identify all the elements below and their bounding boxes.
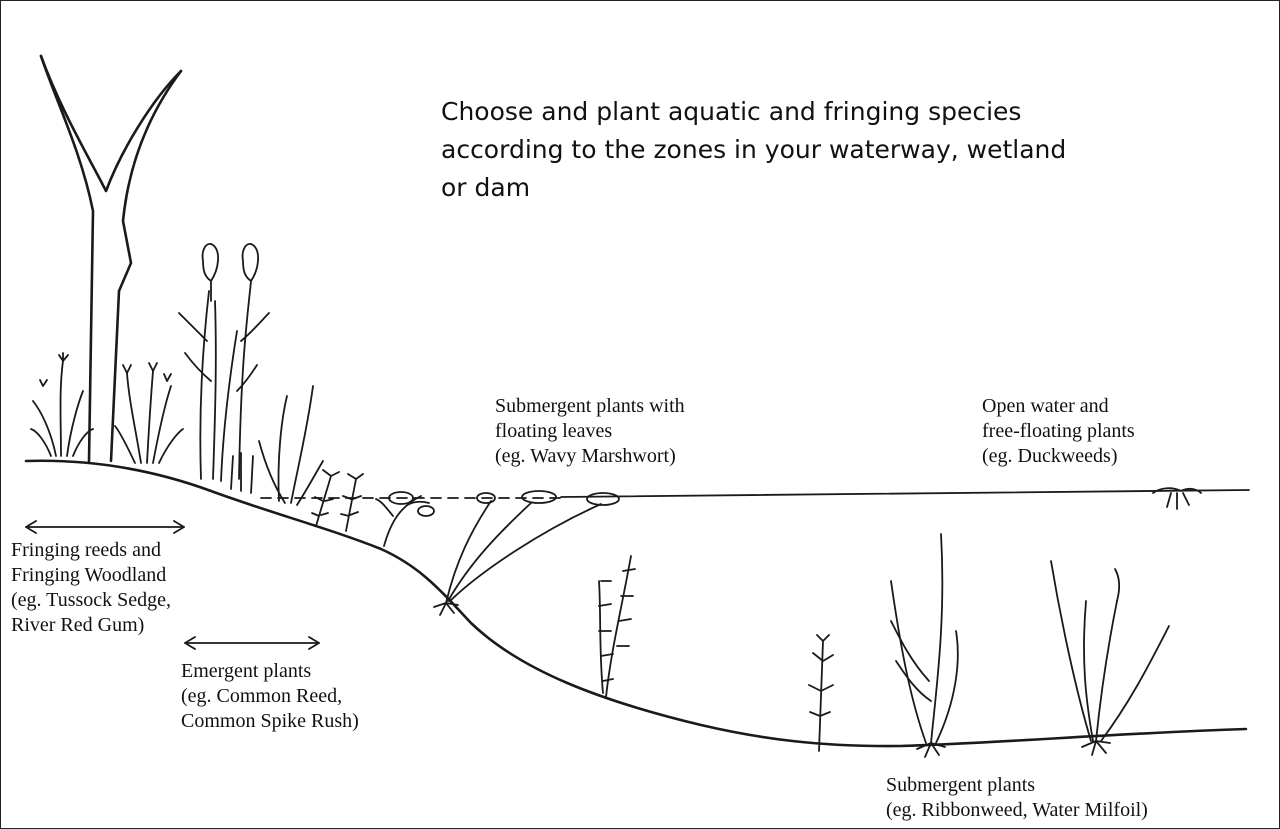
label-line: Submergent plants with: [495, 395, 685, 417]
label-line: (eg. Common Reed,: [181, 685, 343, 707]
headline-line: according to the zones in your waterway,…: [441, 135, 1067, 164]
diagram-headline: Choose and plant aquatic and fringing sp…: [441, 93, 1121, 207]
duckweed: [1152, 487, 1202, 510]
label-line: River Red Gum): [11, 614, 145, 636]
river-red-gum-tree: [39, 54, 183, 463]
water-surface: [560, 489, 1250, 498]
fringing-zone-label: Fringing reeds and Fringing Woodland (eg…: [11, 538, 171, 638]
emergent-herbs: [311, 469, 435, 547]
label-line: Fringing Woodland: [11, 564, 167, 586]
label-line: (eg. Tussock Sedge,: [11, 589, 172, 611]
bank-profile: [24, 459, 1248, 748]
headline-line: or dam: [441, 173, 531, 202]
tussock-sedge: [30, 352, 184, 464]
label-line: (eg. Duckweeds): [982, 445, 1118, 467]
label-line: floating leaves: [495, 420, 613, 442]
common-reed: [178, 243, 270, 482]
label-line: Common Spike Rush): [181, 710, 359, 732]
floating-leaves-zone-label: Submergent plants with floating leaves (…: [495, 394, 685, 469]
label-line: Emergent plants: [181, 660, 312, 682]
open-water-zone-label: Open water and free-floating plants (eg.…: [982, 394, 1135, 469]
headline-line: Choose and plant aquatic and fringing sp…: [441, 97, 1022, 126]
submergent-zone-label: Submergent plants (eg. Ribbonweed, Water…: [886, 773, 1148, 823]
label-line: Submergent plants: [886, 774, 1036, 796]
common-spike-rush: [230, 385, 324, 506]
ribbonweed-right: [1050, 560, 1170, 756]
label-line: Open water and: [982, 395, 1109, 417]
small-milfoil: [808, 634, 834, 752]
water-milfoil: [598, 555, 636, 698]
fringing-zone-arrow: [25, 520, 185, 534]
label-line: (eg. Ribbonweed, Water Milfoil): [886, 799, 1148, 821]
label-line: Fringing reeds and: [11, 539, 161, 561]
emergent-zone-arrow: [184, 636, 320, 650]
emergent-zone-label: Emergent plants (eg. Common Reed, Common…: [181, 659, 359, 734]
wavy-marshwort: [433, 490, 620, 616]
ribbonweed-left: [890, 533, 959, 758]
label-line: (eg. Wavy Marshwort): [495, 445, 676, 467]
label-line: free-floating plants: [982, 420, 1135, 442]
